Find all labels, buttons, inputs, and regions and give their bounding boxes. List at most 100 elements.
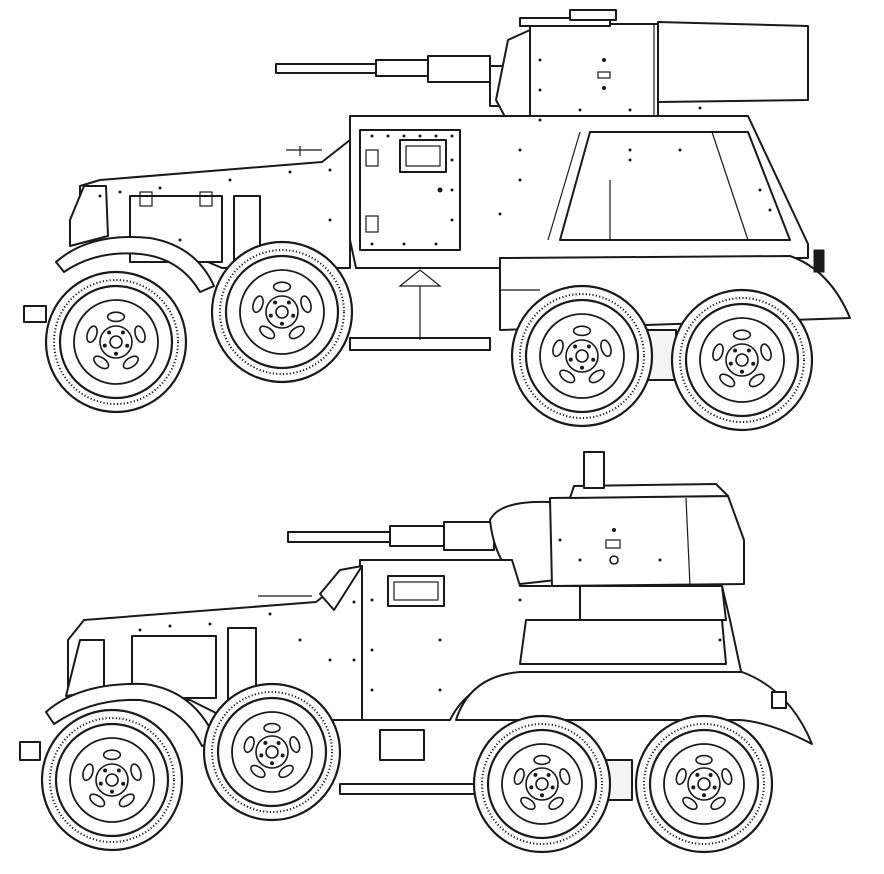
wheel-bolt bbox=[568, 357, 573, 362]
wheel-spoke-hole bbox=[695, 754, 713, 766]
wheel-spoke-hole bbox=[250, 764, 266, 779]
wheel-bolt bbox=[746, 348, 751, 353]
wheel-spoke-hole bbox=[102, 749, 122, 761]
wheel-bolt bbox=[120, 330, 125, 335]
wheel-spoke-hole bbox=[272, 281, 292, 293]
wheel-bolt bbox=[114, 351, 118, 356]
wheel-bolt bbox=[276, 741, 281, 745]
wheel-bolt bbox=[733, 348, 738, 353]
wheel-spoke-hole bbox=[682, 796, 698, 811]
wheel-bolt bbox=[712, 785, 717, 790]
wheel-bolt bbox=[291, 313, 296, 318]
bottom-gun bbox=[287, 521, 495, 551]
wheel-bolt bbox=[98, 781, 103, 786]
wheel-bolt bbox=[273, 300, 278, 305]
wheel-spoke-hole bbox=[513, 768, 525, 786]
wheel-bolt bbox=[573, 344, 578, 349]
top-hood bbox=[69, 139, 351, 269]
top-rivets bbox=[98, 58, 772, 246]
wheel-bolt bbox=[103, 768, 108, 773]
wheel-spoke-hole bbox=[572, 325, 592, 337]
vehicle-top bbox=[23, 9, 851, 432]
wheel-bolt bbox=[751, 361, 756, 366]
wheel-spoke-hole bbox=[533, 754, 551, 766]
wheel-spoke-hole bbox=[252, 295, 264, 314]
wheel-bolt bbox=[107, 330, 112, 335]
wheel-bolt bbox=[270, 761, 274, 766]
wheel-bolt bbox=[280, 321, 284, 326]
bottom-wheel-4 bbox=[634, 714, 774, 854]
wheel-bolt bbox=[286, 300, 291, 305]
wheel-bolt bbox=[540, 793, 544, 798]
wheel-spoke-hole bbox=[559, 369, 576, 384]
wheel-spoke-hole bbox=[520, 796, 536, 811]
wheel-bolt bbox=[546, 773, 551, 777]
wheel-bolt bbox=[116, 768, 121, 773]
wheel-bolt bbox=[691, 785, 696, 790]
wheel-bolt bbox=[529, 785, 534, 790]
wheel-spoke-hole bbox=[288, 325, 305, 340]
wheel-bolt bbox=[268, 313, 273, 318]
wheel-bolt bbox=[728, 361, 733, 366]
wheel-bolt bbox=[550, 785, 555, 790]
wheel-spoke-hole bbox=[559, 768, 571, 786]
wheel-spoke-hole bbox=[552, 339, 564, 358]
wheel-spoke-hole bbox=[89, 793, 106, 808]
wheel-spoke-hole bbox=[122, 355, 139, 370]
wheel-spoke-hole bbox=[600, 339, 612, 358]
wheel-spoke-hole bbox=[712, 343, 724, 362]
wheel-spoke-hole bbox=[134, 325, 146, 344]
wheel-spoke-hole bbox=[93, 355, 110, 370]
wheel-bolt bbox=[280, 753, 285, 758]
vehicle-bottom bbox=[19, 451, 813, 854]
wheel-spoke-hole bbox=[278, 764, 294, 779]
wheel-bolt bbox=[591, 357, 596, 362]
wheel-spoke-hole bbox=[259, 325, 276, 340]
bottom-wheel-2 bbox=[202, 682, 342, 822]
wheel-bolt bbox=[695, 772, 700, 777]
wheel-bolt bbox=[259, 753, 264, 758]
bottom-wheel-1 bbox=[40, 708, 184, 852]
top-gun bbox=[275, 55, 511, 107]
wheel-spoke-hole bbox=[106, 311, 126, 323]
top-wheel-3 bbox=[510, 284, 654, 428]
wheel-spoke-hole bbox=[548, 796, 564, 811]
wheel-spoke-hole bbox=[243, 736, 255, 754]
wheel-spoke-hole bbox=[710, 796, 726, 811]
wheel-spoke-hole bbox=[748, 373, 765, 388]
bottom-rear-fender bbox=[455, 671, 813, 745]
bottom-turret bbox=[489, 451, 745, 587]
top-turret bbox=[495, 9, 809, 133]
bottom-rivets bbox=[138, 538, 722, 692]
wheel-bolt bbox=[110, 789, 114, 794]
wheel-bolt bbox=[102, 343, 107, 348]
wheel-spoke-hole bbox=[118, 793, 135, 808]
wheel-spoke-hole bbox=[86, 325, 98, 344]
top-hull bbox=[349, 115, 809, 269]
top-wheel-2 bbox=[210, 240, 354, 384]
wheel-spoke-hole bbox=[721, 768, 733, 786]
bottom-hull bbox=[359, 559, 743, 721]
wheel-bolt bbox=[121, 781, 126, 786]
wheel-spoke-hole bbox=[675, 768, 687, 786]
bottom-wheel-3 bbox=[472, 714, 612, 854]
top-front-fender bbox=[23, 236, 215, 323]
wheel-bolt bbox=[263, 740, 268, 745]
wheel-bolt bbox=[708, 773, 713, 777]
wheel-spoke-hole bbox=[263, 722, 281, 734]
wheel-spoke-hole bbox=[300, 295, 312, 314]
wheel-bolt bbox=[702, 793, 706, 798]
wheel-spoke-hole bbox=[82, 763, 94, 782]
wheel-bolt bbox=[125, 343, 130, 348]
wheel-bolt bbox=[533, 772, 538, 777]
wheel-spoke-hole bbox=[732, 329, 752, 341]
wheel-spoke-hole bbox=[289, 736, 301, 754]
wheel-spoke-hole bbox=[588, 369, 605, 384]
top-wheel-4 bbox=[670, 288, 814, 432]
top-wheel-1 bbox=[44, 270, 188, 414]
wheel-bolt bbox=[580, 365, 584, 370]
wheel-bolt bbox=[586, 344, 591, 349]
wheel-spoke-hole bbox=[760, 343, 772, 362]
wheel-spoke-hole bbox=[130, 763, 142, 782]
